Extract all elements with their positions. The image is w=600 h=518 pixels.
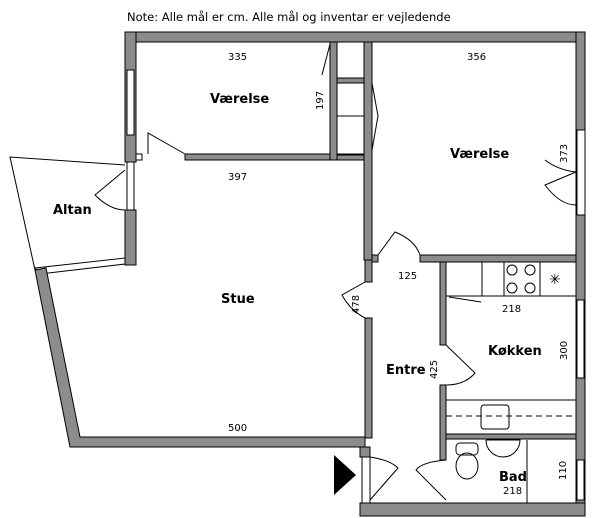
window: [576, 459, 585, 501]
dim-entre-width: 125: [398, 271, 417, 282]
label-vaerelse2: Værelse: [450, 147, 509, 162]
dim-stue-top: 397: [228, 172, 247, 183]
dim-vaerelse2-depth: 373: [559, 144, 570, 163]
dim-koekken-width: 218: [502, 304, 521, 315]
dim-entre-depth: 425: [429, 360, 440, 379]
door: [147, 132, 186, 155]
outer-walls: [34, 31, 586, 517]
label-koekken: Køkken: [488, 344, 542, 359]
dim-vaerelse2-width: 356: [467, 52, 486, 63]
door: [369, 456, 399, 501]
label-stue: Stue: [221, 292, 255, 307]
label-vaerelse1: Værelse: [210, 92, 269, 107]
door: [377, 231, 421, 256]
dim-bad-depth: 110: [558, 461, 569, 480]
entrance-arrow-icon: [334, 455, 356, 495]
entrance-door: [361, 456, 371, 504]
label-altan: Altan: [53, 203, 92, 218]
window: [126, 69, 135, 136]
toilet: [455, 452, 479, 480]
door: [341, 281, 366, 319]
sink: [480, 404, 510, 430]
dim-vaerelse1-depth: 197: [315, 91, 326, 110]
interior-walls: [135, 41, 577, 461]
stove: [503, 261, 541, 297]
dim-koekken-depth: 300: [559, 341, 570, 360]
dim-vaerelse1-width: 335: [228, 52, 247, 63]
washbasin: [485, 439, 521, 458]
window: [576, 299, 585, 379]
door: [544, 159, 577, 206]
label-entre: Entre: [386, 363, 426, 378]
windows: [126, 69, 586, 504]
dim-stue-depth: 478: [351, 295, 362, 314]
door: [415, 459, 447, 501]
fan-icon: ✳: [549, 272, 561, 288]
dim-stue-bottom: 500: [228, 423, 247, 434]
balcony-railing: [34, 257, 126, 275]
balcony-door: [126, 161, 135, 211]
note-text: Note: Alle mål er cm. Alle mål og invent…: [127, 10, 451, 24]
label-bad: Bad: [499, 470, 527, 485]
kitchen-counter-lower: [445, 399, 577, 435]
door: [445, 344, 476, 386]
door: [94, 169, 126, 211]
fixtures: ✳: [94, 43, 577, 503]
window: [576, 129, 586, 216]
dim-bad-width: 218: [503, 486, 522, 497]
